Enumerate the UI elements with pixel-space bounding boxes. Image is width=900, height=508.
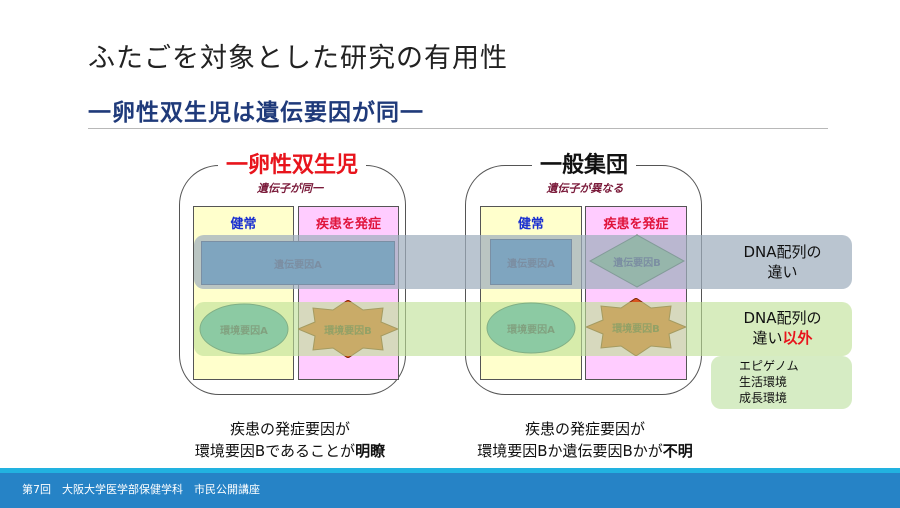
dna-difference-band [194,235,852,289]
right-healthy-header: 健常 [517,217,544,232]
footer-bar [0,473,900,508]
slide-title: ふたごを対象とした研究の有用性 [88,43,508,74]
slide-subtitle: 一卵性双生児は遺伝要因が同一 [88,100,424,126]
dna-difference-line1: DNA配列の [743,243,822,261]
right-caption: 疾患の発症要因が 環境要因Bか遺伝要因Bかが不明 [430,418,740,462]
dna-difference-line2: 違い [767,263,798,281]
left-disease-header: 疾患を発症 [315,217,381,232]
example-epigenome: エピゲノム [739,359,799,373]
right-caption-line1: 疾患の発症要因が [524,420,645,438]
non-dna-line2: 違い [752,329,783,347]
footer-accent-stripe [0,468,900,473]
general-population-label: 一般集団 [532,147,637,179]
example-living-environment: 生活環境 [739,375,788,389]
dna-difference-legend: DNA配列の 違い [715,242,850,282]
non-dna-emphasis: 以外 [782,329,813,347]
left-caption-line2: 環境要因Bであることが [194,442,356,460]
title-divider [88,128,828,129]
left-healthy-header: 健常 [230,217,257,232]
left-caption: 疾患の発症要因が 環境要因Bであることが明瞭 [160,418,420,462]
general-population-note: 遺伝子が異なる [546,182,624,195]
non-dna-examples-box: エピゲノム 生活環境 成長環境 [711,356,852,409]
example-growth-environment: 成長環境 [739,391,788,405]
left-caption-emphasis: 明瞭 [355,442,386,460]
identical-twins-label: 一卵性双生児 [218,147,367,179]
non-dna-line1: DNA配列の [743,309,822,327]
right-caption-line2: 環境要因Bか遺伝要因Bかが [477,442,663,460]
non-dna-difference-band [194,302,852,356]
identical-twins-note: 遺伝子が同一 [257,182,323,195]
footer-text: 第7回 大阪大学医学部保健学科 市民公開講座 [22,483,260,496]
right-disease-header: 疾患を発症 [603,217,669,232]
left-caption-line1: 疾患の発症要因が [229,420,350,438]
right-caption-emphasis: 不明 [662,442,693,460]
non-dna-legend: DNA配列の 違い以外 [715,308,850,348]
